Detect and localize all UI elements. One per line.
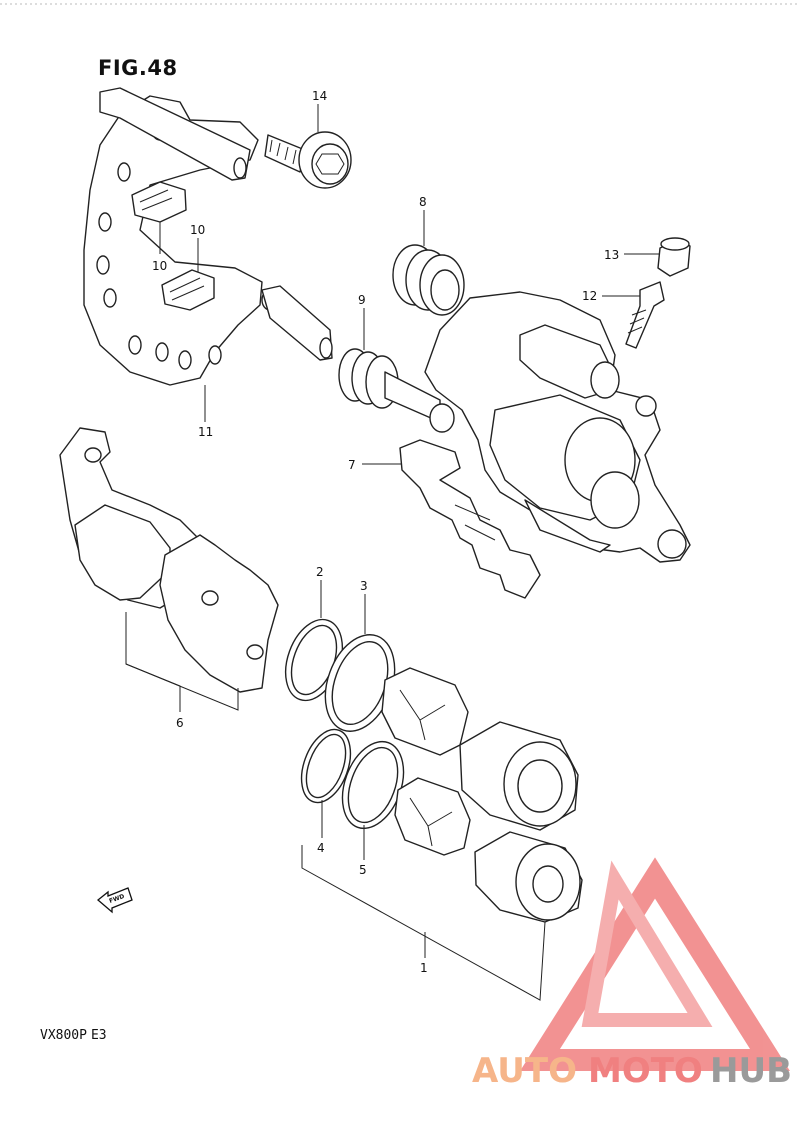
piston-insert-lower (394, 777, 471, 856)
callout-2: 2 (316, 565, 324, 579)
forward-arrow-icon: FWD (96, 887, 133, 914)
callout-13: 13 (604, 248, 619, 262)
callout-labels: 14 8 13 12 10 10 9 11 7 2 3 6 4 5 1 (152, 89, 619, 975)
watermark-hub: HUB (710, 1051, 792, 1091)
region-code: E3 (90, 1028, 107, 1043)
callout-7: 7 (348, 458, 356, 472)
figure-title: FIG.48 (98, 56, 178, 80)
part-10-pad-spring-upper (131, 181, 187, 223)
part-1-piston-upper (459, 721, 579, 831)
part-3-dust-seal (324, 634, 396, 732)
callout-8: 8 (419, 195, 427, 209)
callout-6: 6 (176, 716, 184, 730)
fwd-label: FWD (108, 893, 125, 905)
watermark-auto: AUTO (472, 1051, 577, 1091)
part-8-dust-boot (392, 244, 465, 316)
watermark-moto: MOTO (588, 1051, 703, 1091)
watermark-text: AUTO MOTO HUB (472, 1051, 792, 1091)
leader-lines (125, 104, 660, 1001)
callout-10-upper: 10 (152, 259, 167, 273)
part-1-piston-lower (474, 831, 583, 923)
callout-12: 12 (582, 289, 597, 303)
part-9-slide-pin-boot (338, 348, 455, 433)
part-6-brake-pad-set (59, 427, 279, 693)
part-13-bleeder-cap (657, 237, 691, 277)
watermark-logo-icon (520, 857, 790, 1071)
part-14-mounting-bolt (264, 131, 352, 189)
callout-14: 14 (312, 89, 327, 103)
callout-4: 4 (317, 841, 325, 855)
callout-10-lower: 10 (190, 223, 205, 237)
caliper-body (424, 291, 691, 563)
part-10-pad-spring-lower (161, 269, 215, 311)
part-7-pad-retainer (399, 439, 541, 599)
callout-1: 1 (420, 961, 428, 975)
part-11-caliper-bracket (83, 87, 333, 386)
model-name: VX800P (40, 1028, 87, 1043)
part-12-bleeder-valve (625, 281, 665, 349)
callout-9: 9 (358, 293, 366, 307)
piston-insert-upper (381, 667, 469, 756)
callout-11: 11 (198, 425, 213, 439)
part-4-piston-seal (300, 728, 352, 804)
callout-5: 5 (359, 863, 367, 877)
callout-3: 3 (360, 579, 368, 593)
